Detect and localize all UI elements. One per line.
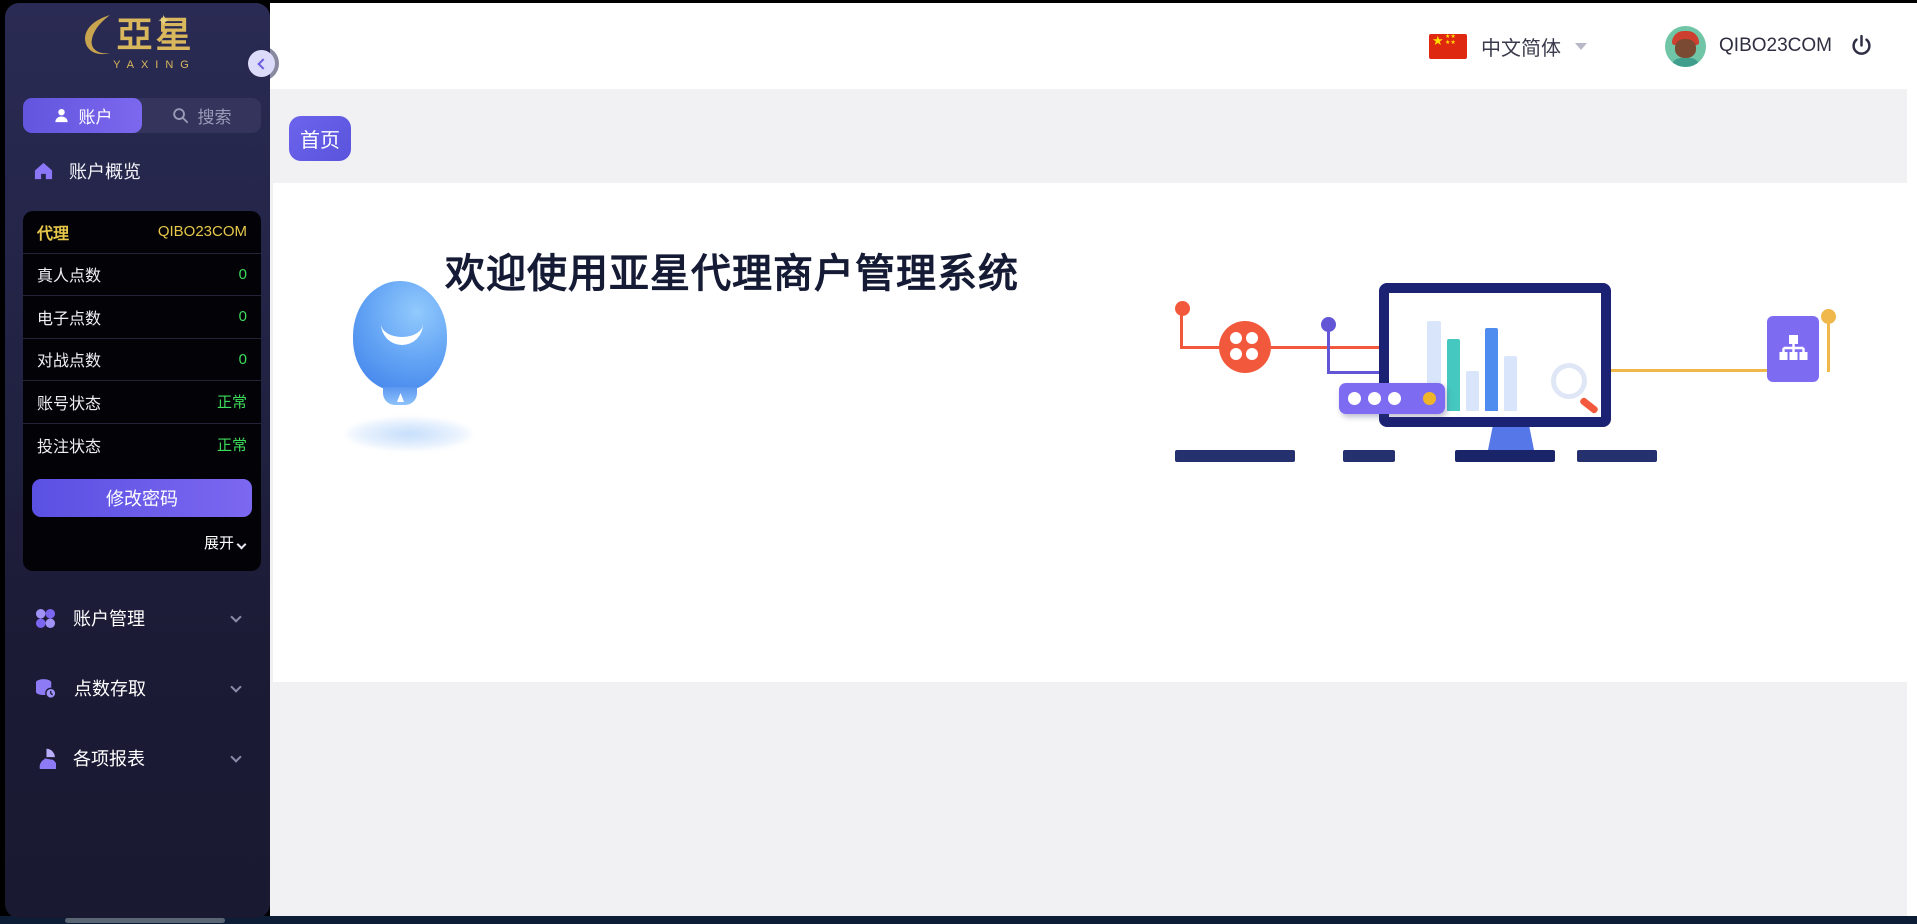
dashboard-illustration [1175, 283, 1875, 473]
chevron-down-icon [230, 750, 242, 763]
status-badge: 正常 [216, 437, 247, 455]
change-password-button[interactable]: 修改密码 [32, 479, 252, 517]
mascot-illustration [345, 281, 475, 481]
magnifier-icon [1551, 363, 1587, 399]
mascot-shadow [345, 417, 473, 451]
chevron-down-icon [230, 680, 242, 693]
chevron-down-icon [230, 610, 242, 623]
home-icon [34, 162, 53, 180]
row-value: 0 [238, 265, 247, 283]
chart-bar [1504, 356, 1517, 411]
account-row-live-points: 真人点数 0 [23, 254, 261, 296]
search-icon [172, 108, 188, 124]
tab-search-label: 搜索 [197, 108, 232, 127]
account-row-bet-status: 投注状态 正常 [23, 424, 261, 467]
user-icon [54, 108, 68, 123]
row-value: 0 [238, 350, 247, 368]
row-label: 账号状态 [37, 395, 102, 413]
sidebar-item-reports[interactable]: 各项报表 [5, 735, 270, 781]
account-row-slot-points: 电子点数 0 [23, 296, 261, 339]
sitemap-icon [1767, 316, 1819, 382]
welcome-card: 欢迎使用亚星代理商户管理系统 [273, 183, 1907, 682]
chart-bar [1466, 371, 1479, 411]
logout-power-button[interactable] [1848, 33, 1875, 60]
menu-item-label: 账户管理 [73, 609, 145, 629]
row-value: 0 [238, 308, 247, 326]
expand-toggle[interactable]: 展开 [23, 532, 261, 553]
chevron-down-icon [236, 539, 247, 550]
yellow-node-icon [1821, 309, 1836, 324]
sidebar-tab-bar: 账户 搜索 [23, 98, 261, 133]
language-selector[interactable]: 中文简体 [1481, 37, 1562, 60]
tab-home[interactable]: 首页 [289, 116, 351, 161]
china-flag-icon: ★ ★★★★ [1429, 33, 1468, 59]
caret-down-icon[interactable] [1575, 42, 1588, 50]
smile-icon [381, 321, 423, 345]
welcome-message: 欢迎使用亚星代理商户管理系统 [445, 252, 1019, 296]
top-bar: ★ ★★★★ 中文简体 QIBO23COM [270, 3, 1917, 89]
tab-account-label: 账户 [78, 108, 113, 127]
account-row-battle-points: 对战点数 0 [23, 339, 261, 381]
sidebar: ✦ 亞星 YAXING 账户 [5, 3, 270, 918]
avatar[interactable] [1665, 25, 1707, 67]
sidebar-item-points-deposit[interactable]: 点数存取 [5, 665, 270, 711]
row-label: 真人点数 [37, 268, 102, 286]
tab-search[interactable]: 搜索 [142, 98, 261, 133]
balloon-character [353, 281, 447, 391]
power-icon [1852, 34, 1871, 55]
account-summary-panel: 代理 QIBO23COM 真人点数 0 电子点数 0 对战点数 0 账号状态 正… [23, 211, 261, 571]
pie-icon [39, 748, 56, 769]
menu-item-label: 各项报表 [73, 749, 145, 769]
sidebar-item-account-management[interactable]: 账户管理 [5, 595, 270, 641]
red-clover-icon [1219, 321, 1271, 373]
sidebar-collapse-button[interactable] [248, 50, 275, 77]
red-node-icon [1175, 301, 1190, 316]
username-label: QIBO23COM [1719, 35, 1832, 56]
browser-bar-illustration [1339, 383, 1445, 414]
swoosh-icon [85, 15, 111, 55]
vertical-scrollbar[interactable] [1907, 3, 1917, 916]
star-icon: ✦ [157, 13, 171, 30]
coins-icon [35, 678, 57, 699]
menu-item-label: 点数存取 [74, 679, 146, 699]
brand-name-en: YAXING [113, 59, 196, 71]
status-badge: 正常 [216, 394, 247, 412]
purple-node-icon [1321, 317, 1336, 332]
sidebar-menu: 账户管理 点数存取 各项报表 [5, 595, 270, 805]
chart-bar [1447, 339, 1460, 411]
bottom-bar [0, 916, 1917, 924]
account-row-account-status: 账号状态 正常 [23, 381, 261, 424]
account-row-agent: 代理 QIBO23COM [23, 211, 261, 254]
expand-label: 展开 [203, 535, 234, 552]
brand-name-cn: 亞星 [116, 15, 195, 56]
monitor-base [1455, 450, 1555, 462]
horizontal-scrollbar-thumb[interactable] [65, 918, 225, 923]
row-label: 投注状态 [37, 438, 102, 456]
brand-logo: ✦ 亞星 YAXING [5, 11, 270, 71]
row-label: 对战点数 [37, 353, 102, 371]
row-value: QIBO23COM [157, 223, 247, 241]
chevron-left-icon [257, 57, 269, 70]
row-label: 电子点数 [37, 310, 102, 328]
clover-icon [35, 608, 56, 628]
monitor-stand [1488, 427, 1534, 450]
sidebar-item-overview[interactable]: 账户概览 [33, 158, 141, 184]
chart-bar [1485, 328, 1498, 411]
row-label: 代理 [37, 225, 70, 243]
overview-title: 账户概览 [69, 162, 141, 182]
tab-account[interactable]: 账户 [23, 98, 142, 133]
